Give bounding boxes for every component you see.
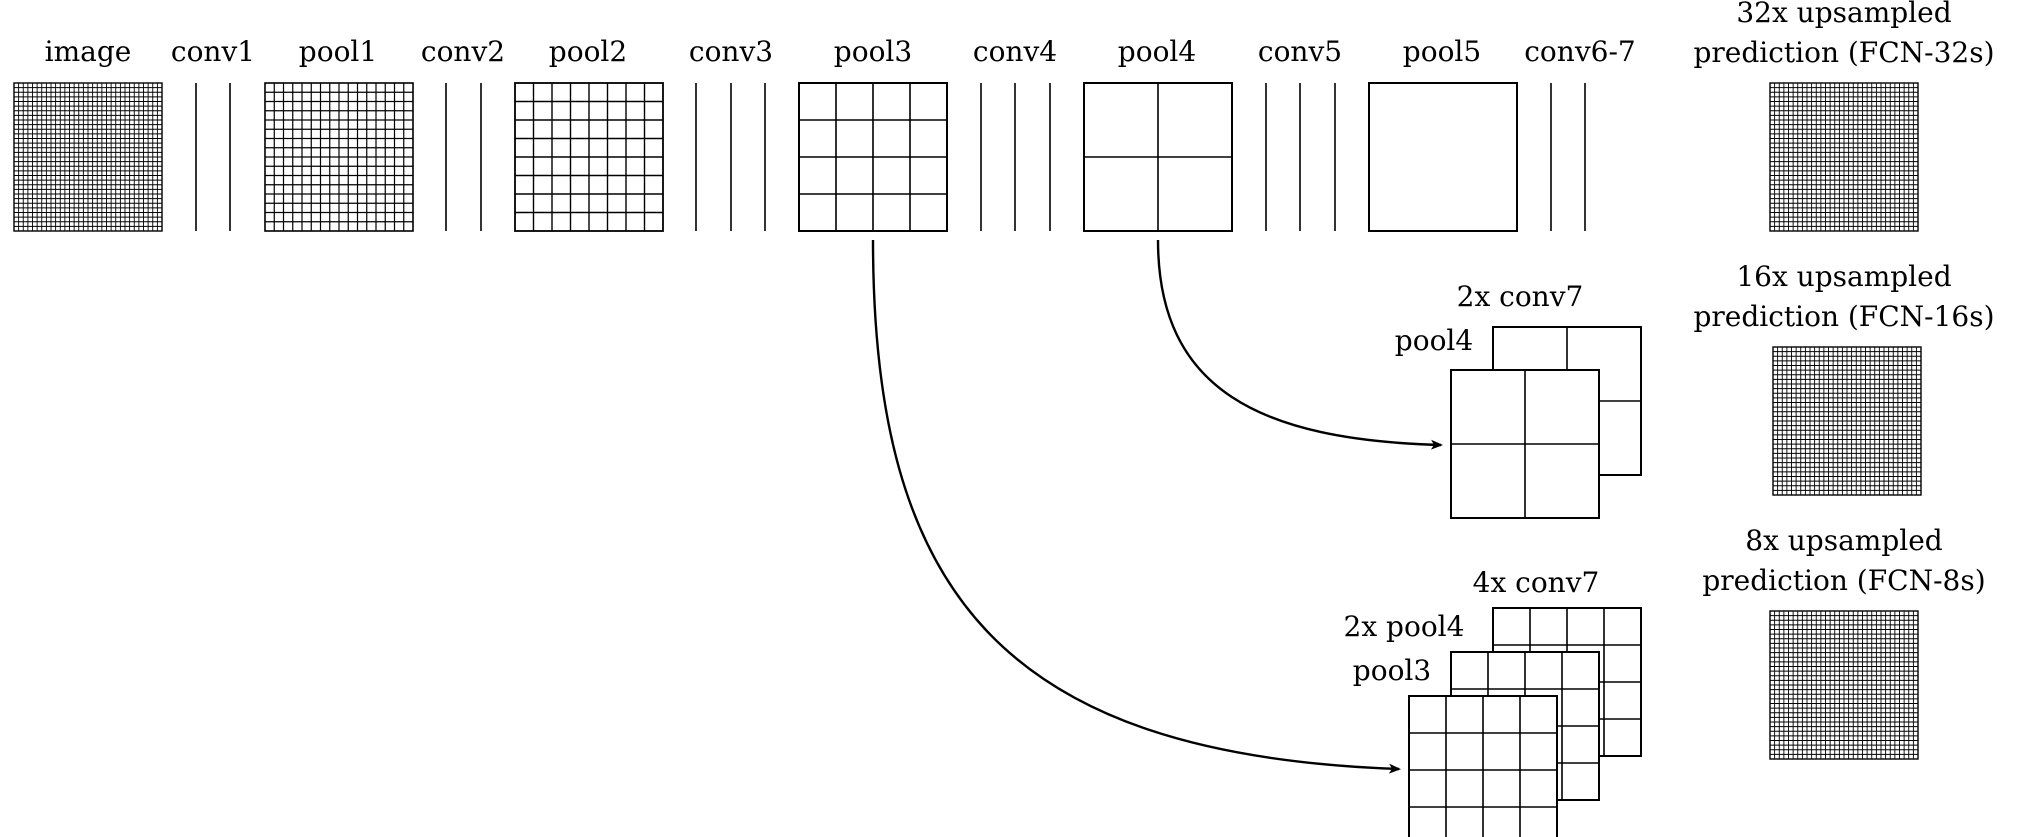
grid-lines bbox=[1770, 83, 1918, 231]
label-pool4: pool4 bbox=[1118, 35, 1196, 68]
label-conv2: conv2 bbox=[421, 35, 505, 68]
label-conv5: conv5 bbox=[1258, 35, 1342, 68]
fcn16-stack-pool4-label: pool4 bbox=[1395, 324, 1473, 357]
fcn8-stack-conv7-label: 4x conv7 bbox=[1473, 566, 1600, 599]
label-pool1: pool1 bbox=[299, 35, 377, 68]
label-pool2: pool2 bbox=[549, 35, 627, 68]
grid-lines bbox=[1773, 347, 1921, 495]
grid-fcn16-prediction bbox=[1772, 346, 1922, 496]
grid-lines bbox=[799, 83, 947, 231]
pool3-skip-arrow bbox=[871, 239, 1401, 774]
label-pool3: pool3 bbox=[834, 35, 912, 68]
fcn32-title-line2: prediction (FCN-32s) bbox=[1693, 36, 1994, 69]
fcn32-title-line1: 32x upsampled bbox=[1736, 0, 1951, 29]
grid-pool3 bbox=[798, 82, 948, 232]
label-conv6-7: conv6-7 bbox=[1524, 35, 1635, 68]
fcn8-title-line2: prediction (FCN-8s) bbox=[1702, 564, 1985, 597]
fcn16-title-line2: prediction (FCN-16s) bbox=[1693, 300, 1994, 333]
grid-pool5 bbox=[1368, 82, 1518, 232]
fcn16-stack-conv7-label: 2x conv7 bbox=[1457, 280, 1584, 313]
grid-lines bbox=[515, 83, 663, 231]
label-conv4: conv4 bbox=[973, 35, 1057, 68]
grid-lines bbox=[14, 83, 162, 231]
label-conv1: conv1 bbox=[171, 35, 255, 68]
grid-fcn8-prediction bbox=[1769, 610, 1919, 760]
grid-pool4 bbox=[1083, 82, 1233, 232]
grid-pool2 bbox=[514, 82, 664, 232]
label-pool5: pool5 bbox=[1403, 35, 1481, 68]
grid-fcn16-pool4 bbox=[1450, 369, 1600, 519]
grid-image bbox=[13, 82, 163, 232]
grid-lines bbox=[1084, 83, 1232, 231]
grid-lines bbox=[1451, 370, 1599, 518]
label-image: image bbox=[45, 35, 132, 68]
grid-pool1 bbox=[264, 82, 414, 232]
fcn8-title-line1: 8x upsampled bbox=[1745, 524, 1943, 557]
grid-lines bbox=[1770, 611, 1918, 759]
grid-frame bbox=[1368, 82, 1518, 232]
fcn16-title-line1: 16x upsampled bbox=[1736, 260, 1951, 293]
grid-fcn32-prediction bbox=[1769, 82, 1919, 232]
fcn8-stack-pool3-label: pool3 bbox=[1353, 654, 1431, 687]
label-conv3: conv3 bbox=[689, 35, 773, 68]
fcn8-stack-pool4-label: 2x pool4 bbox=[1344, 610, 1465, 643]
grid-lines bbox=[1409, 696, 1557, 837]
conv-lines bbox=[195, 83, 1586, 231]
pool4-skip-arrow bbox=[1156, 239, 1443, 450]
grid-lines bbox=[265, 83, 413, 231]
grid-fcn8-pool3 bbox=[1408, 695, 1558, 837]
